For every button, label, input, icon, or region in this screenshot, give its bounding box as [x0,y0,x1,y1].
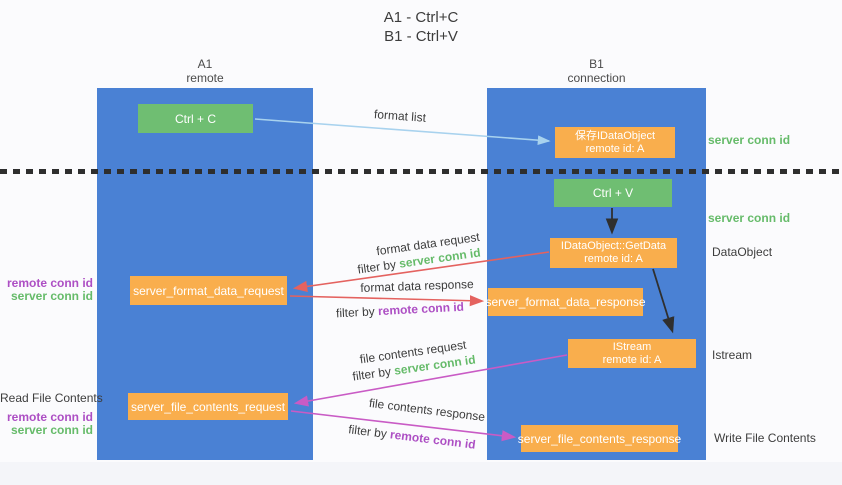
server-file-contents-response-label: server_file_contents_response [517,431,682,446]
server-format-data-request-box: server_format_data_request [130,276,287,305]
server-file-contents-request-label: server_file_contents_request [130,399,286,414]
title-line-1: A1 - Ctrl+C [383,9,459,26]
lifeline-b1-subtitle: connection [567,71,626,85]
save-idataobject-box: 保存IDataObject remote id: A [555,127,675,158]
lifeline-header-b1: B1 connection [487,57,706,85]
istream-box: IStream remote id: A [568,339,696,368]
server-format-data-response-label: server_format_data_response [485,295,646,309]
title-line-2: B1 - Ctrl+V [384,28,458,45]
ctrl-c-label: Ctrl + C [174,111,216,126]
filter-by-text: filter by [335,304,379,321]
lifeline-header-a1: A1 remote [97,57,313,85]
left-conn-id-group-1: remote conn id server conn id [0,277,93,303]
read-file-contents-annotation: Read File Contents [0,391,103,405]
server-file-contents-response-box: server_file_contents_response [517,425,682,452]
remote-conn-id-term: remote conn id [389,427,477,452]
copy-paste-divider [0,169,842,174]
server-file-contents-request-box: server_file_contents_request [128,393,288,420]
server-conn-id-annotation-2: server conn id [10,423,93,437]
format-data-response-label: format data response [360,277,474,295]
ctrl-c-box: Ctrl + C [138,104,253,133]
server-conn-id-annotation-1: server conn id [10,289,93,303]
istream-line1: IStream [612,340,652,353]
write-file-contents-annotation: Write File Contents [714,431,816,445]
ctrl-v-box: Ctrl + V [554,179,672,207]
getdata-line2: remote id: A [584,253,643,265]
istream-annotation: Istream [712,348,753,362]
remote-conn-id-annotation-1: remote conn id [6,276,93,290]
save-idataobject-line2: remote id: A [585,142,645,155]
lifeline-b1-name: B1 [589,57,604,71]
server-format-data-response-box: server_format_data_response [485,288,646,316]
filter-by-text: filter by [356,256,401,277]
file-contents-response-label: file contents response [368,395,486,425]
diagram-title: A1 - Ctrl+C B1 - Ctrl+V [0,8,842,46]
getdata-box: IDataObject::GetData remote id: A [550,238,677,268]
server-format-data-request-label: server_format_data_request [133,283,284,298]
format-list-label: format list [373,107,427,125]
remote-conn-id-term: remote conn id [377,299,465,319]
server-conn-id-annotation-mid: server conn id [708,211,791,225]
file-contents-response-filter: filter by remote conn id [348,422,477,451]
server-conn-id-annotation-top: server conn id [708,133,791,147]
left-conn-id-group-2: remote conn id server conn id [0,411,93,437]
save-idataobject-line1: 保存IDataObject [574,129,656,142]
format-data-response-filter: filter by remote conn id [336,300,465,321]
ctrl-v-label: Ctrl + V [592,186,634,200]
dataobject-annotation: DataObject [712,245,773,259]
lifeline-a1-subtitle: remote [186,71,224,85]
filter-by-text: filter by [347,422,392,442]
getdata-line1: IDataObject::GetData [560,240,667,252]
filter-by-text: filter by [351,363,396,384]
lifeline-a1-name: A1 [197,57,213,71]
remote-conn-id-annotation-2: remote conn id [6,410,93,424]
istream-line2: remote id: A [602,353,662,366]
